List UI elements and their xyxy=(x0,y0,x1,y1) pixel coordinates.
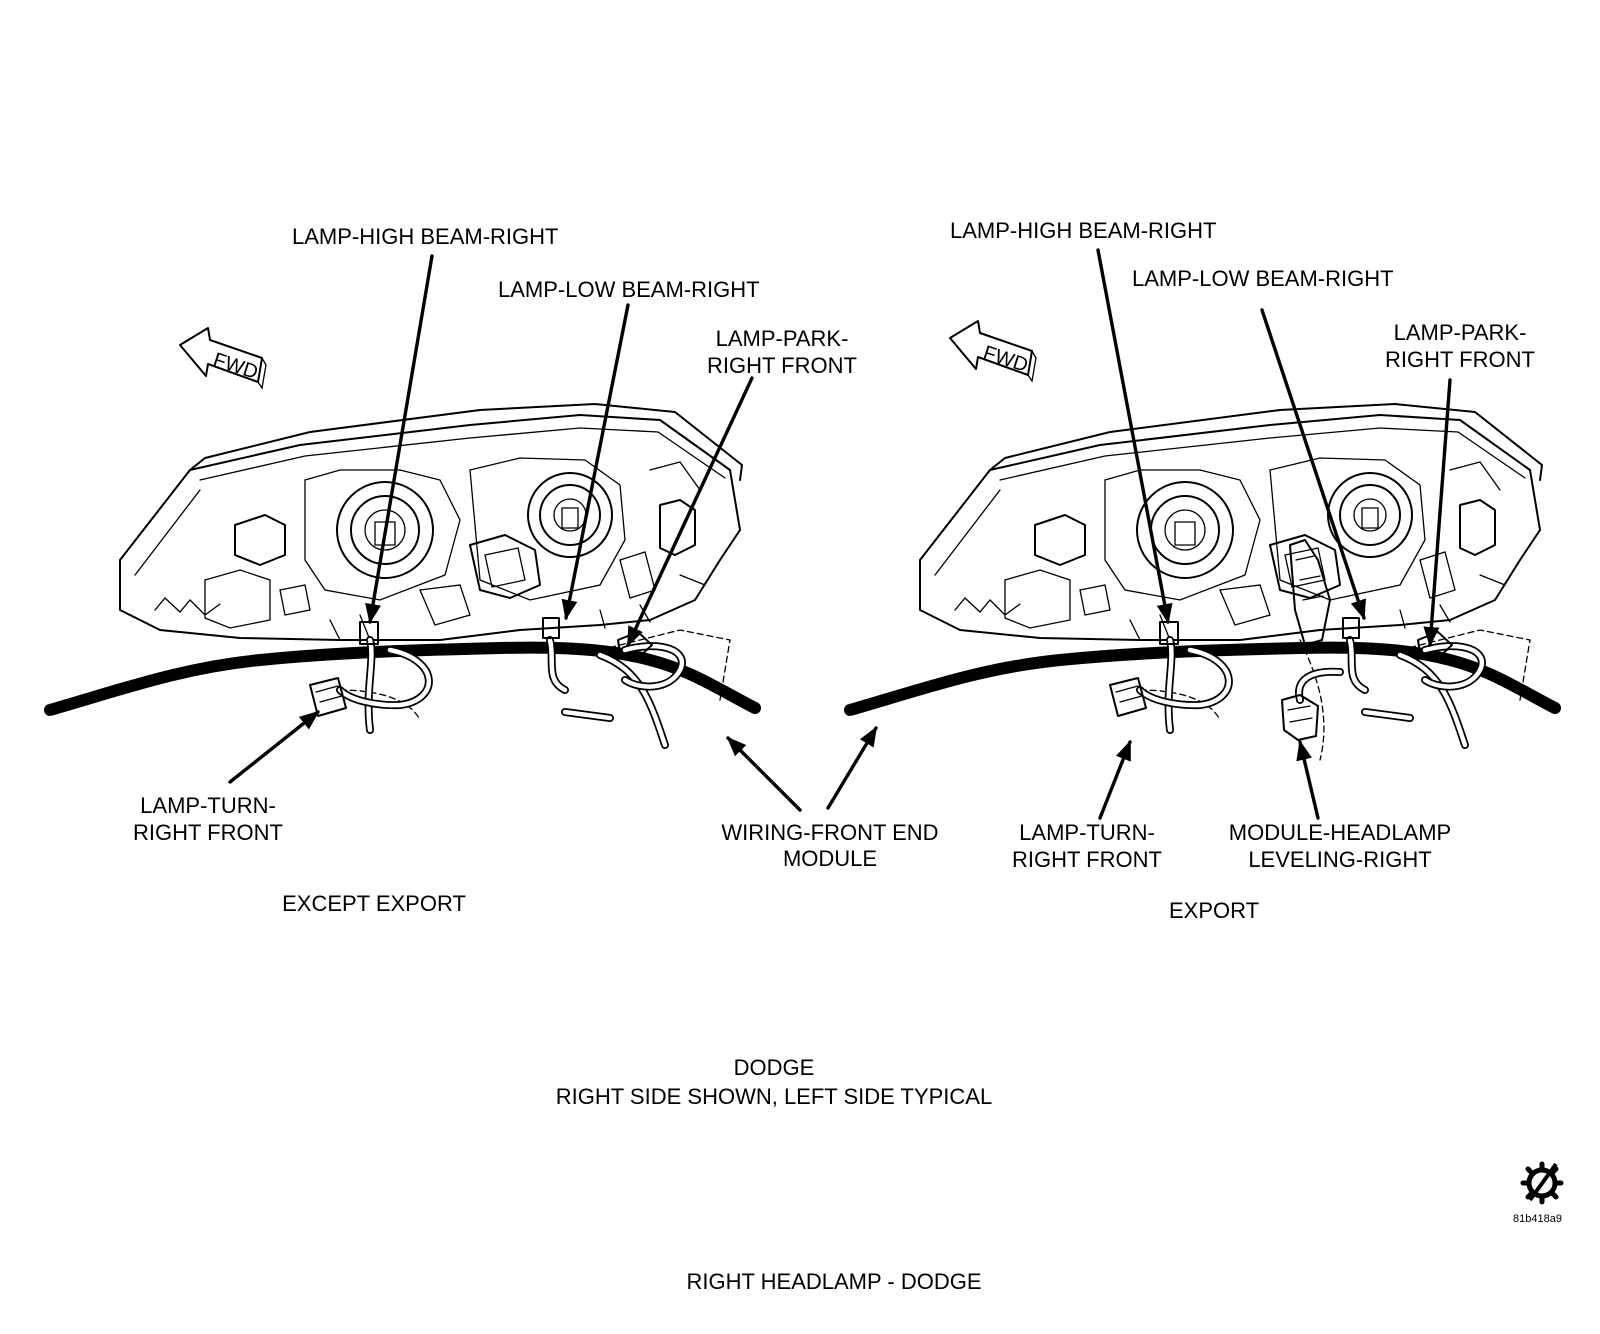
callout-wiring-line2: MODULE xyxy=(783,846,877,871)
leader-park xyxy=(1423,378,1452,647)
leader-leveling xyxy=(1296,740,1320,820)
leader-park xyxy=(626,376,754,647)
callout-turn-line1: LAMP-TURN- xyxy=(1019,820,1155,845)
fwd-arrow-icon: FWD xyxy=(949,320,1037,383)
headlamp-assembly-drawing xyxy=(850,404,1555,745)
callout-turn-line1: LAMP-TURN- xyxy=(140,793,276,818)
callout-leveling-line2: LEVELING-RIGHT xyxy=(1248,847,1431,872)
leader-turn xyxy=(228,710,320,784)
callout-park-line1: LAMP-PARK- xyxy=(1394,320,1527,345)
headlamp-assembly-drawing xyxy=(50,404,755,745)
leader-wiring-left xyxy=(726,736,802,812)
panel-export: FWD LAMP-HIGH BEAM-RIGHT LAMP-LOW BEAM-R… xyxy=(826,218,1555,923)
panel-caption-export: EXPORT xyxy=(1169,898,1259,923)
leader-turn xyxy=(1098,740,1132,820)
gear-slash-icon xyxy=(1520,1161,1564,1205)
figure-title: RIGHT HEADLAMP - DODGE xyxy=(686,1269,981,1294)
callout-wiring-line1: WIRING-FRONT END xyxy=(721,820,938,845)
callout-park-line2: RIGHT FRONT xyxy=(1385,347,1535,372)
callout-park-line2: RIGHT FRONT xyxy=(707,353,857,378)
panel-caption-except-export: EXCEPT EXPORT xyxy=(282,891,466,916)
leader-low-beam xyxy=(561,303,630,620)
callout-park-line1: LAMP-PARK- xyxy=(716,326,849,351)
leader-wiring-right xyxy=(826,726,878,810)
figure-id: 81b418a9 xyxy=(1513,1213,1562,1225)
panel-except-export: FWD LAMP-HIGH BEAM-RIGHT LAMP-LOW BEAM-R… xyxy=(50,224,857,916)
leader-high-beam xyxy=(365,254,434,624)
callout-low-beam: LAMP-LOW BEAM-RIGHT xyxy=(498,277,760,302)
note-line1: DODGE xyxy=(734,1055,815,1080)
callout-leveling-line1: MODULE-HEADLAMP xyxy=(1229,820,1451,845)
callout-high-beam: LAMP-HIGH BEAM-RIGHT xyxy=(292,224,558,249)
fwd-arrow-icon: FWD xyxy=(179,327,267,390)
callout-high-beam: LAMP-HIGH BEAM-RIGHT xyxy=(950,218,1216,243)
callout-turn-line2: RIGHT FRONT xyxy=(133,820,283,845)
note-line2: RIGHT SIDE SHOWN, LEFT SIDE TYPICAL xyxy=(556,1084,992,1109)
leader-low-beam xyxy=(1260,308,1366,620)
callout-low-beam: LAMP-LOW BEAM-RIGHT xyxy=(1132,266,1394,291)
leader-high-beam xyxy=(1096,248,1173,624)
callout-turn-line2: RIGHT FRONT xyxy=(1012,847,1162,872)
leveling-module xyxy=(1281,539,1344,761)
